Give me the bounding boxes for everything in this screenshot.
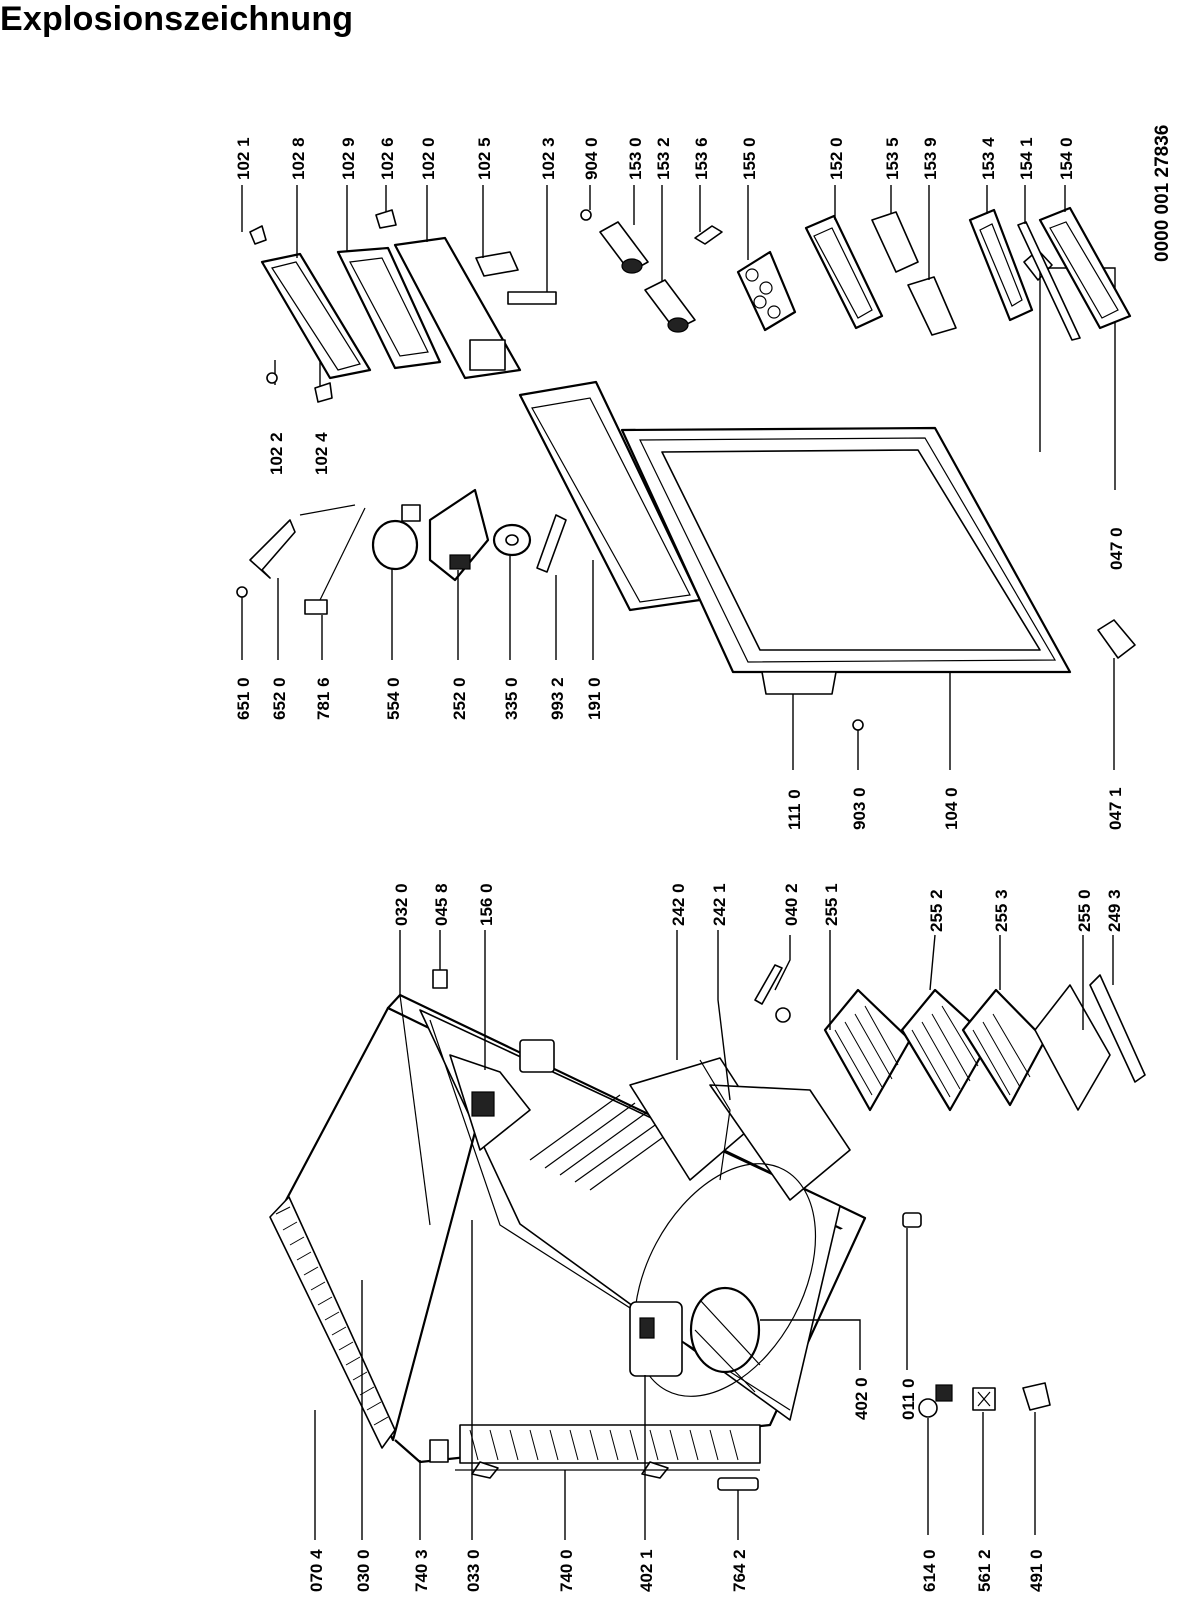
freezer-and-bins-drawing: [249, 206, 1132, 403]
part-label: 252 0: [450, 677, 469, 720]
part-label: 032 0: [392, 883, 411, 926]
condenser-part: [455, 1424, 761, 1479]
part-label: 402 1: [637, 1549, 656, 1592]
shelf-parts: [823, 974, 1146, 1112]
part-label: 040 2: [782, 883, 801, 926]
part-label: 561 2: [975, 1549, 994, 1592]
part-label: 255 0: [1075, 889, 1094, 932]
part-label: 781 6: [314, 677, 333, 720]
part-label: 153 4: [979, 137, 998, 180]
cabinet-drawing: [269, 964, 1146, 1491]
condenser-clip-part: [429, 1439, 449, 1463]
part-label: 102 6: [378, 137, 397, 180]
hinge-part: [754, 964, 791, 1023]
part-label: 102 0: [419, 137, 438, 180]
part-label: 045 8: [432, 883, 451, 926]
leader-lines-left: [314, 930, 1114, 1540]
part-label: 154 0: [1057, 137, 1076, 180]
document-number: 0000 001 27836: [1152, 125, 1173, 262]
egg-tray-part: [736, 250, 797, 332]
part-label: 104 0: [942, 787, 961, 830]
part-label: 030 0: [354, 1549, 373, 1592]
door-and-controls-drawing: [236, 249, 1136, 731]
part-label: 155 0: [740, 137, 759, 180]
part-label: 242 1: [710, 883, 729, 926]
part-label: 740 0: [557, 1549, 576, 1592]
part-label: 033 0: [464, 1549, 483, 1592]
part-label: 102 8: [289, 137, 308, 180]
part-label: 102 4: [312, 432, 331, 475]
part-label: 152 0: [827, 137, 846, 180]
part-label: 102 1: [234, 137, 253, 180]
leader-lines-middle: [241, 267, 1116, 770]
part-label: 153 9: [921, 137, 940, 180]
part-label: 993 2: [548, 677, 567, 720]
compressor-area: [629, 1163, 817, 1397]
part-label: 255 3: [992, 889, 1011, 932]
thermostat-housing-part: [449, 1054, 531, 1151]
part-label: 070 4: [307, 1549, 326, 1592]
part-label: 153 0: [626, 137, 645, 180]
part-label: 111 0: [785, 789, 804, 830]
part-label: 153 5: [883, 137, 902, 180]
part-label: 740 3: [412, 1549, 431, 1592]
part-label: 904 0: [582, 137, 601, 180]
door-screw-part: [852, 719, 864, 731]
part-label: 652 0: [270, 677, 289, 720]
part-label: 154 1: [1017, 137, 1036, 180]
dryer-filter-part: [717, 1477, 759, 1491]
part-label: 102 5: [475, 137, 494, 180]
part-label: 249 3: [1105, 889, 1124, 932]
part-label: 047 0: [1107, 527, 1126, 570]
part-label: 047 1: [1106, 787, 1125, 830]
part-label: 335 0: [502, 677, 521, 720]
part-label: 651 0: [234, 677, 253, 720]
part-label: 764 2: [730, 1549, 749, 1592]
part-label: 614 0: [920, 1549, 939, 1592]
crisper-drawer-parts: [629, 1057, 851, 1201]
part-label: 191 0: [585, 677, 604, 720]
screw-part: [432, 969, 448, 989]
part-label: 102 2: [267, 432, 286, 475]
part-label: 491 0: [1027, 1549, 1046, 1592]
part-label: 255 1: [822, 883, 841, 926]
part-label: 011 0: [899, 1378, 918, 1420]
part-label: 255 2: [927, 889, 946, 932]
evaporator-part: [519, 1039, 681, 1191]
page-title: Explosionszeichnung: [0, 0, 354, 38]
foot-part: [902, 1212, 922, 1228]
leader-lines-top: [241, 185, 1066, 292]
top-grille-part: [269, 1196, 396, 1449]
part-label: 102 3: [539, 137, 558, 180]
part-label: 903 0: [850, 787, 869, 830]
part-label: 156 0: [477, 883, 496, 926]
part-label: 402 0: [852, 1377, 871, 1420]
door-part: [620, 426, 1072, 695]
part-label: 153 2: [654, 137, 673, 180]
part-label: 102 9: [339, 137, 358, 180]
part-label: 242 0: [669, 883, 688, 926]
hinge-cover-bottom-part: [1097, 619, 1136, 659]
electrical-small-parts: [918, 1382, 1051, 1418]
part-label: 153 6: [692, 137, 711, 180]
part-label: 554 0: [384, 677, 403, 720]
thermostat-parts: [236, 488, 567, 615]
